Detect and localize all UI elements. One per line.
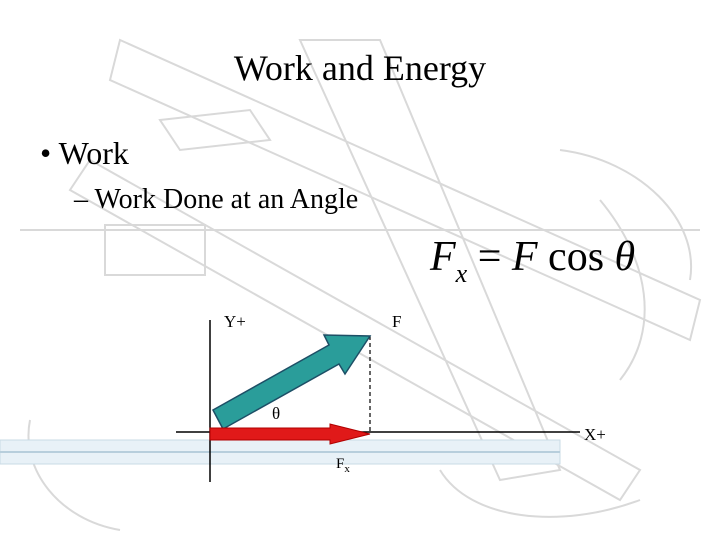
- formula-lhs: F: [430, 234, 456, 280]
- bullet-work: • Work: [40, 134, 129, 172]
- formula-equals: =: [477, 234, 502, 280]
- component-label-symbol: F: [336, 456, 345, 472]
- sub-bullet-marker: –: [74, 184, 88, 215]
- component-vector-arrow: [209, 423, 371, 445]
- sub-bullet-angle: – Work Done at an Angle: [74, 184, 358, 216]
- formula-lhs-subscript: x: [455, 259, 468, 288]
- bullet-marker: •: [40, 135, 52, 171]
- x-axis-label: X+: [584, 425, 606, 444]
- slide-title: Work and Energy: [233, 48, 487, 88]
- formula-theta: θ: [614, 234, 636, 280]
- formula-rhs: F: [511, 234, 538, 280]
- sub-bullet-text: Work Done at an Angle: [94, 184, 359, 215]
- force-label: F: [392, 312, 402, 331]
- y-axis-label: Y+: [224, 312, 246, 331]
- component-formula: Fx = F cos θ: [430, 232, 635, 299]
- angle-label: θ: [272, 404, 281, 423]
- formula-cos: cos: [548, 234, 605, 280]
- component-label-subscript: x: [344, 463, 350, 475]
- component-label: Fx: [336, 456, 350, 475]
- bullet-work-text: Work: [58, 135, 129, 171]
- force-vector-arrow: [211, 334, 372, 431]
